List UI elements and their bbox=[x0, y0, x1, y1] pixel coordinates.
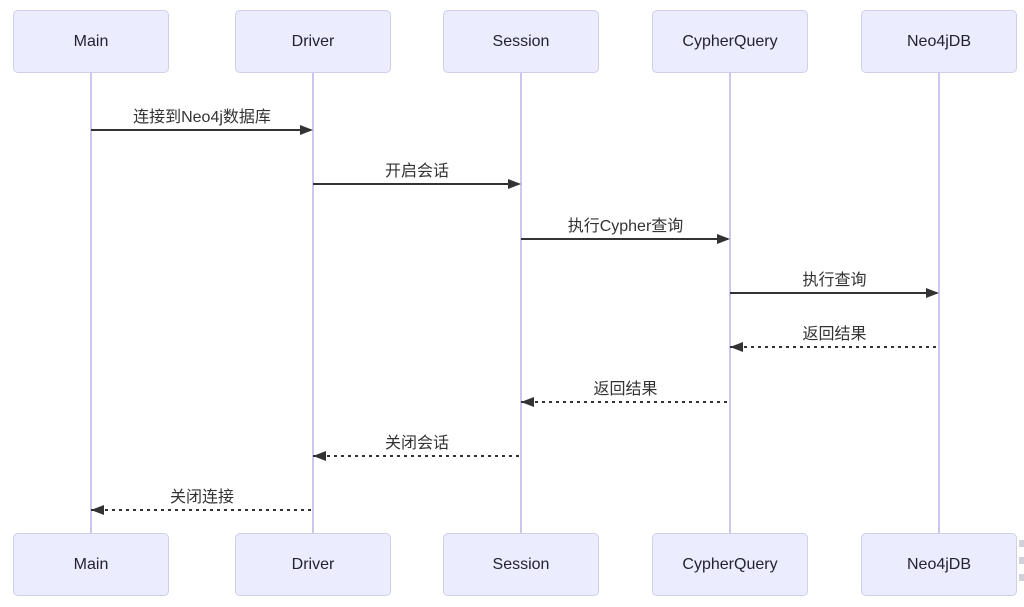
edge-watermark-artifact bbox=[1019, 574, 1024, 581]
message-label: 执行Cypher查询 bbox=[567, 218, 684, 235]
actor-box-top-driver: Driver bbox=[235, 10, 391, 73]
actor-box-bottom-cypherquery: CypherQuery bbox=[652, 533, 808, 596]
message-label: 返回结果 bbox=[802, 326, 867, 343]
edge-watermark-artifact bbox=[1019, 540, 1024, 547]
message-arrow-solid bbox=[313, 183, 519, 185]
actor-box-bottom-session: Session bbox=[443, 533, 599, 596]
message-arrow-solid bbox=[730, 292, 937, 294]
arrowhead-icon bbox=[926, 288, 939, 298]
actor-box-bottom-driver: Driver bbox=[235, 533, 391, 596]
message-arrow-dashed bbox=[313, 455, 519, 457]
message-arrow-solid bbox=[521, 238, 728, 240]
message-label: 连接到Neo4j数据库 bbox=[133, 109, 271, 126]
lifeline-cypherquery bbox=[729, 71, 731, 535]
arrowhead-icon bbox=[508, 179, 521, 189]
message-label: 开启会话 bbox=[384, 163, 449, 180]
actor-box-top-session: Session bbox=[443, 10, 599, 73]
actor-box-top-neo4jdb: Neo4jDB bbox=[861, 10, 1017, 73]
actor-box-top-main: Main bbox=[13, 10, 169, 73]
lifeline-session bbox=[520, 71, 522, 535]
message-label: 关闭连接 bbox=[169, 489, 234, 506]
actor-box-top-cypherquery: CypherQuery bbox=[652, 10, 808, 73]
message-arrow-dashed bbox=[730, 346, 937, 348]
message-arrow-dashed bbox=[521, 401, 728, 403]
edge-watermark-artifact bbox=[1019, 557, 1024, 564]
arrowhead-icon bbox=[300, 125, 313, 135]
message-label: 返回结果 bbox=[593, 381, 658, 398]
lifeline-main bbox=[90, 71, 92, 535]
arrowhead-icon bbox=[730, 342, 743, 352]
message-arrow-solid bbox=[91, 129, 311, 131]
arrowhead-icon bbox=[91, 505, 104, 515]
message-label: 执行查询 bbox=[802, 272, 867, 289]
arrowhead-icon bbox=[313, 451, 326, 461]
arrowhead-icon bbox=[521, 397, 534, 407]
arrowhead-icon bbox=[717, 234, 730, 244]
lifeline-driver bbox=[312, 71, 314, 535]
actor-box-bottom-main: Main bbox=[13, 533, 169, 596]
actor-box-bottom-neo4jdb: Neo4jDB bbox=[861, 533, 1017, 596]
message-label: 关闭会话 bbox=[384, 435, 449, 452]
message-arrow-dashed bbox=[91, 509, 311, 511]
lifeline-neo4jdb bbox=[938, 71, 940, 535]
